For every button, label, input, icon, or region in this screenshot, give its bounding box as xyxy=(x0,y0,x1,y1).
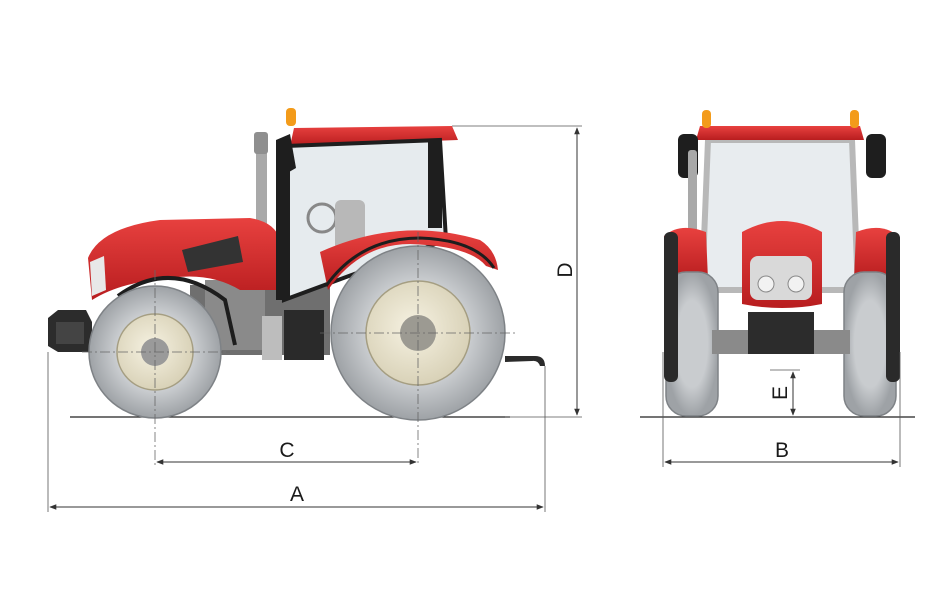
cab-pillar-front xyxy=(276,140,290,300)
front-grille xyxy=(750,256,812,300)
front-weight-plate xyxy=(56,322,84,344)
front-beacon-right xyxy=(850,110,859,128)
cab-pillar xyxy=(428,140,442,228)
front-rear-tire-right xyxy=(886,232,900,382)
dimension-c: C xyxy=(156,439,417,465)
beacon-light xyxy=(286,108,296,126)
dimension-e-label: E xyxy=(769,386,792,400)
dimension-b: B xyxy=(662,352,901,467)
rear-fender xyxy=(320,230,498,290)
dimension-a-label: A xyxy=(290,483,304,506)
front-cab-roof xyxy=(696,126,864,140)
mirror xyxy=(276,134,296,176)
front-headlight-right xyxy=(787,275,805,293)
front-fender xyxy=(116,276,237,346)
hood-grille xyxy=(182,236,243,272)
front-rear-tire-left xyxy=(664,232,678,382)
rear-hitch xyxy=(505,356,545,366)
dimension-a: A xyxy=(47,352,546,512)
step xyxy=(262,316,282,360)
dimension-c-label: C xyxy=(279,439,294,462)
front-headlight-left xyxy=(757,275,775,293)
seat xyxy=(335,200,365,250)
fuel-tank xyxy=(284,310,324,360)
dimension-b-label: B xyxy=(775,439,789,462)
tractor-side-view xyxy=(48,108,545,466)
hood xyxy=(88,218,280,300)
front-mirror-right xyxy=(866,134,886,178)
dimension-e: E xyxy=(769,369,800,416)
headlight xyxy=(90,256,106,296)
tractor-front-view xyxy=(640,110,915,418)
dimension-d-label: D xyxy=(554,262,577,277)
dimension-d: D xyxy=(452,125,582,418)
exhaust-tip xyxy=(254,132,268,154)
front-weight-block xyxy=(748,312,814,354)
rear-fender-edge xyxy=(324,236,496,287)
front-beacon-left xyxy=(702,110,711,128)
